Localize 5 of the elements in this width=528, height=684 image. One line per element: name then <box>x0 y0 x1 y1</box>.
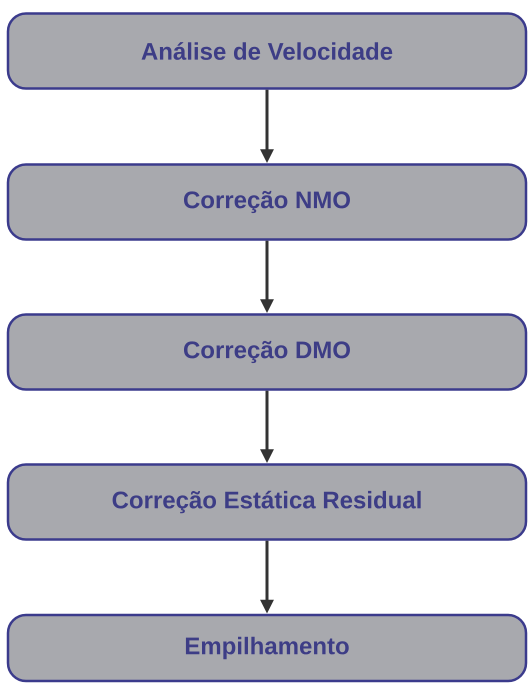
process-box: Empilhamento <box>6 614 528 682</box>
process-box: Correção NMO <box>6 163 528 241</box>
process-box: Análise de Velocidade <box>6 12 528 90</box>
process-box: Correção Estática Residual <box>6 463 528 541</box>
process-box: Correção DMO <box>6 313 528 391</box>
